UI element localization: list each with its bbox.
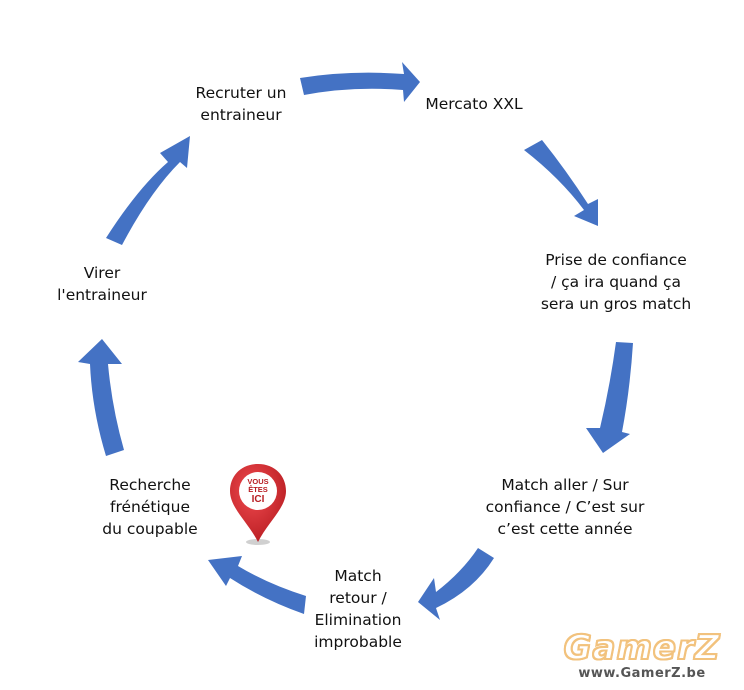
- pin-text-line3: ICI: [252, 494, 265, 505]
- arrow-recherche-to-virer: [78, 339, 124, 456]
- step-recherche-coupable: Recherche frénétique du coupable: [102, 476, 198, 538]
- pin-text-line2: ÊTES: [248, 485, 268, 494]
- pin-text-line1: VOUS: [247, 477, 268, 486]
- arrow-recruter-to-mercato: [300, 62, 420, 102]
- arrow-prise-to-aller: [586, 342, 633, 453]
- arrow-retour-to-recherche: [208, 556, 306, 614]
- arrow-aller-to-retour: [418, 548, 494, 620]
- arrow-virer-to-recruter: [106, 136, 190, 245]
- step-mercato-xxl: Mercato XXL: [425, 95, 523, 113]
- arrow-mercato-to-prise: [524, 140, 598, 226]
- gamerz-watermark: GamerZ www.GamerZ.be: [552, 628, 732, 682]
- step-recruter-entraineur: Recruter un entraineur: [195, 84, 287, 124]
- gamerz-url: www.GamerZ.be: [578, 666, 706, 681]
- step-match-aller: Match aller / Sur confiance / C’est sur …: [485, 476, 645, 538]
- step-virer-entraineur: Virer l'entraineur: [57, 264, 147, 304]
- step-prise-de-confiance: Prise de confiance / ça ira quand ça ser…: [540, 251, 692, 313]
- location-pin-icon: VOUS ÊTES ICI: [230, 464, 286, 545]
- step-match-retour: Match retour / Elimination improbable: [314, 567, 402, 651]
- gamerz-logo: GamerZ: [563, 628, 721, 668]
